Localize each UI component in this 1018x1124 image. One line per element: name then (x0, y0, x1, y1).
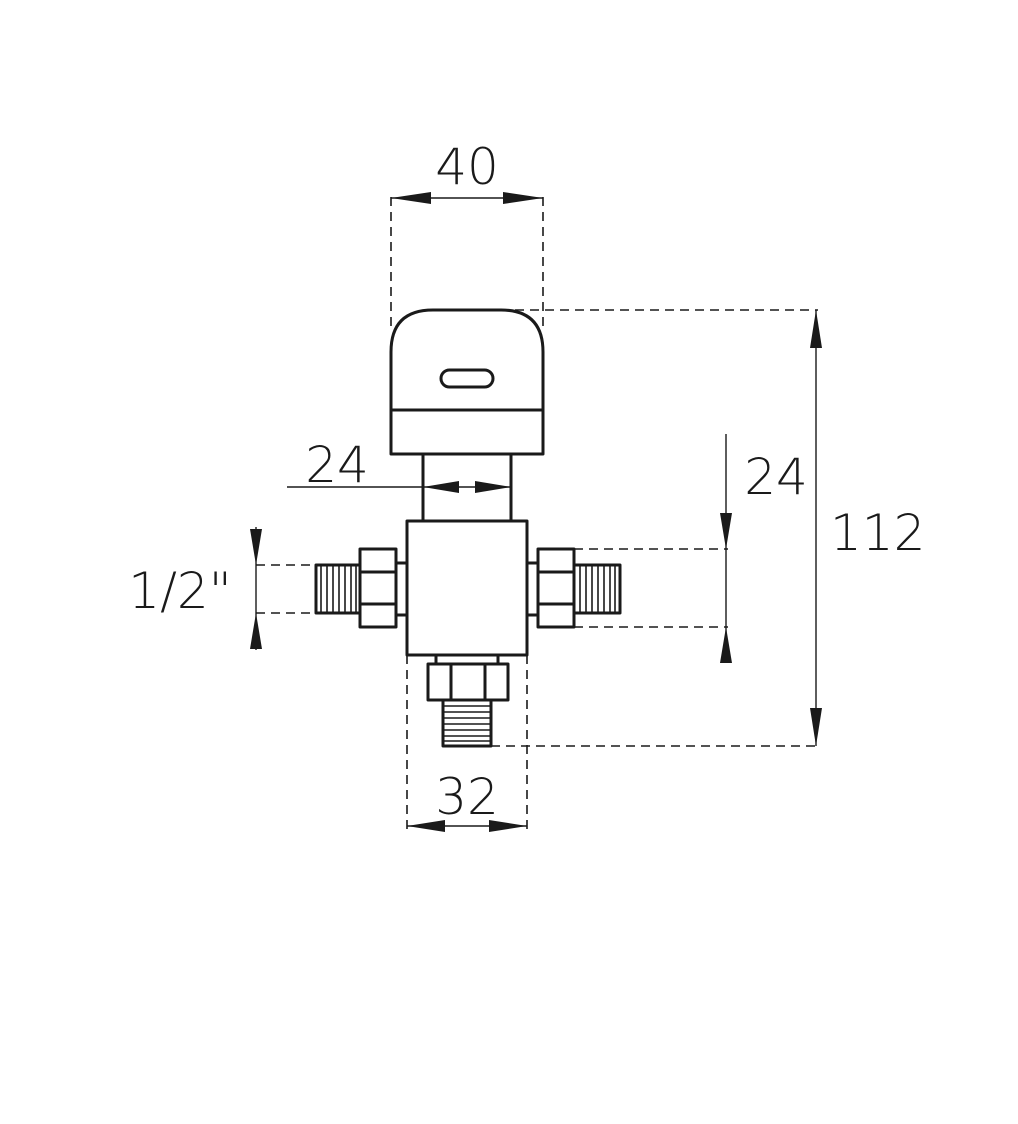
dimension-body-width-label: 32 (435, 768, 499, 826)
dimension-body-width: 32 (406, 655, 528, 832)
sensor-window (439, 368, 495, 389)
left-inlet-fitting (314, 547, 409, 629)
dimension-thread-size-label: 1/2" (128, 562, 231, 620)
dimension-top-width-label: 40 (435, 138, 499, 196)
dimension-total-height-label: 112 (830, 504, 925, 562)
dimension-thread-size: 1/2" (128, 527, 316, 650)
dimension-inlet-spacing-label: 24 (744, 448, 808, 506)
dimension-stem-width: 24 (287, 436, 511, 494)
dimension-inlet-spacing: 24 (574, 434, 808, 663)
dimension-top-width: 40 (390, 138, 544, 330)
sensor-head (389, 308, 545, 456)
bottom-outlet-fitting (426, 653, 510, 748)
valve-body (405, 519, 529, 657)
dimension-total-height: 112 (491, 309, 925, 747)
dimension-stem-width-label: 24 (305, 436, 369, 494)
right-inlet-fitting (525, 547, 622, 629)
